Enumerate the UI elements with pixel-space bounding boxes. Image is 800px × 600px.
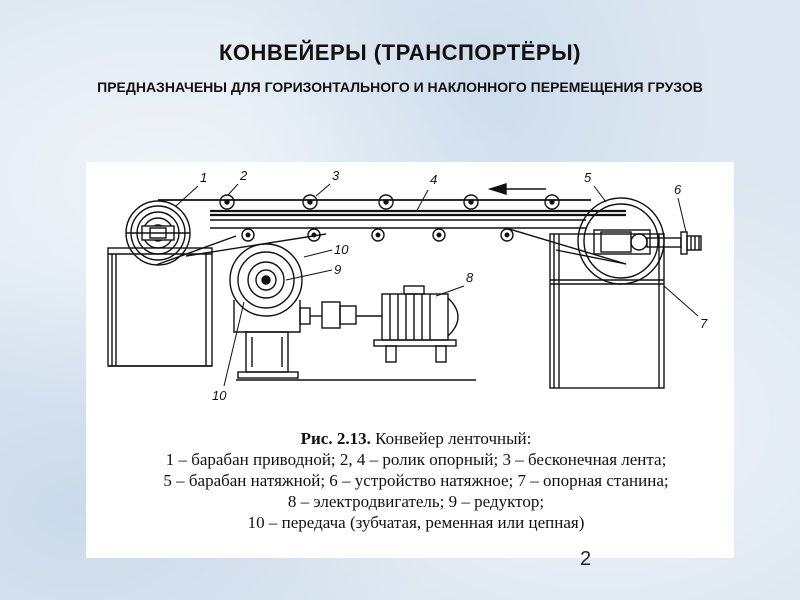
figure-caption: Рис. 2.13. Конвейер ленточный: 1 – бараб… bbox=[126, 428, 706, 533]
slide-title: КОНВЕЙЕРЫ (ТРАНСПОРТЁРЫ) bbox=[219, 40, 581, 65]
callout-2: 2 bbox=[239, 168, 248, 183]
callout-3: 3 bbox=[332, 168, 340, 183]
caption-line: 5 – барабан натяжной; 6 – устройство нат… bbox=[163, 471, 669, 490]
callout-10-gear: 10 bbox=[334, 242, 349, 257]
drive-drum bbox=[125, 200, 191, 266]
conveyor-drawing: 1 2 3 4 5 6 10 9 8 7 10 bbox=[107, 168, 708, 403]
page-number: 2 bbox=[580, 548, 592, 570]
callout-5: 5 bbox=[584, 170, 592, 185]
caption-heading: Рис. 2.13. Конвейер ленточный: bbox=[126, 428, 706, 449]
callout-9: 9 bbox=[334, 262, 341, 277]
callout-4: 4 bbox=[430, 172, 437, 187]
caption-label: Рис. 2.13. bbox=[300, 429, 371, 448]
figure-panel: 1 2 3 4 5 6 10 9 8 7 10 Рис. 2.13. Конве… bbox=[86, 162, 734, 558]
callout-1: 1 bbox=[200, 170, 207, 185]
caption-title: Конвейер ленточный: bbox=[375, 429, 532, 448]
callout-6: 6 bbox=[674, 182, 682, 197]
right-frame bbox=[549, 233, 665, 389]
caption-line: 10 – передача (зубчатая, ременная или це… bbox=[247, 513, 585, 532]
direction-arrow bbox=[487, 183, 546, 195]
belt bbox=[155, 199, 627, 266]
reducer bbox=[229, 243, 303, 379]
callout-labels: 1 2 3 4 5 6 10 9 8 7 10 bbox=[200, 168, 708, 403]
slide-subtitle: ПРЕДНАЗНАЧЕНЫ ДЛЯ ГОРИЗОНТАЛЬНОГО И НАКЛ… bbox=[97, 79, 703, 95]
callout-7: 7 bbox=[700, 316, 708, 331]
callout-8: 8 bbox=[466, 270, 474, 285]
callout-10-belt: 10 bbox=[212, 388, 227, 403]
electric-motor bbox=[356, 285, 459, 363]
caption-line: 8 – электродвигатель; 9 – редуктор; bbox=[287, 492, 545, 511]
callout-leaders bbox=[175, 183, 699, 387]
left-frame bbox=[107, 247, 213, 367]
coupling bbox=[299, 301, 357, 329]
top-rollers bbox=[219, 194, 560, 210]
lower-rollers bbox=[241, 228, 514, 242]
caption-line: 1 – барабан приводной; 2, 4 – ролик опор… bbox=[165, 450, 667, 469]
